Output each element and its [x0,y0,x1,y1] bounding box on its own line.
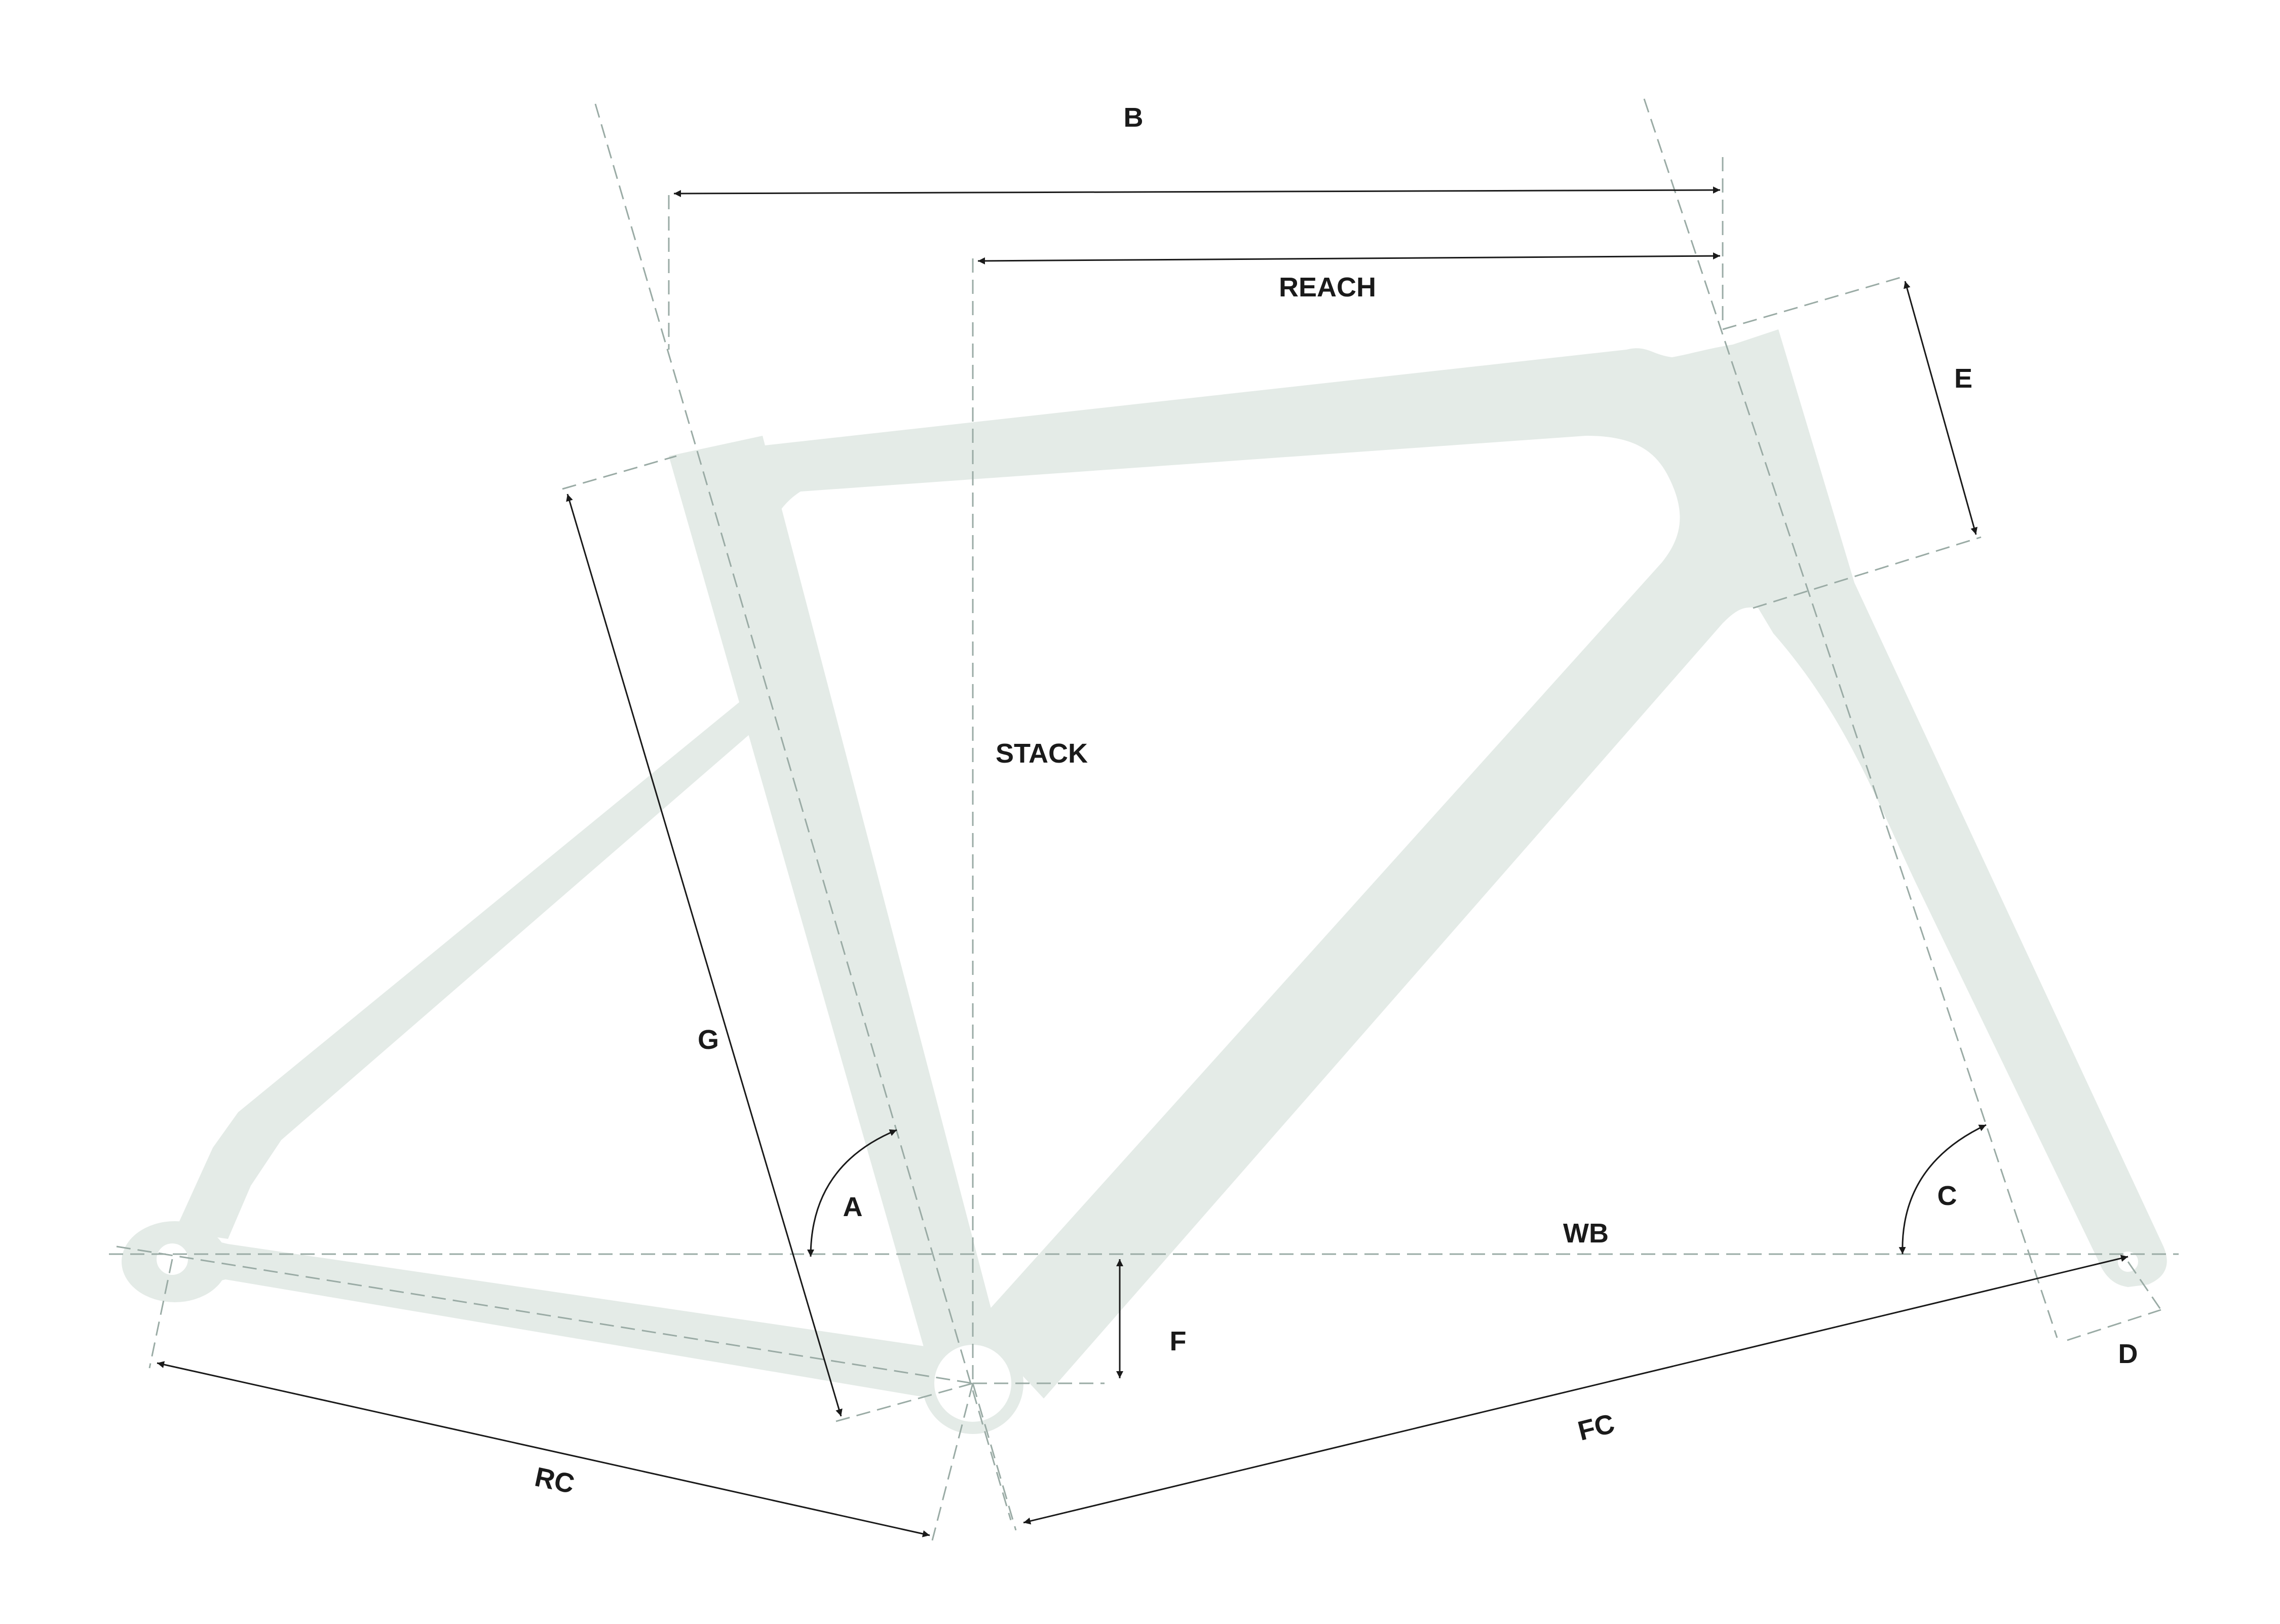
label-b: B [1124,102,1144,133]
label-stack: STACK [996,738,1088,769]
fc-ext-bb [972,1383,1017,1531]
e-ext-top [1722,275,1906,330]
rc-ext-left [148,1259,173,1369]
label-wb: WB [1563,1218,1609,1249]
rc-ext-right [931,1383,974,1541]
label-f: F [1170,1326,1187,1356]
label-d: D [2118,1339,2138,1369]
fork [1758,583,2167,1287]
dim-rc [157,1361,930,1537]
label-fc: FC [1575,1408,1617,1447]
dimension-lines [157,186,2129,1537]
steering-axis [1643,98,2058,1338]
chainstay-line [116,1245,973,1384]
dim-reach [977,252,1721,265]
dim-e [1904,281,1978,535]
dim-angle-c-arc [1898,1124,1987,1255]
d-ext-right [2127,1261,2162,1310]
label-g: G [698,1025,719,1055]
construction-lines [109,98,2179,1541]
dim-b [673,186,1721,197]
top-tube-down-tube [669,329,1854,1399]
dim-angle-a-arc [807,1129,897,1257]
seat-tube-axis [594,103,1012,1521]
dim-fc [1023,1255,2129,1525]
chain-stay [175,1231,963,1404]
label-rc: RC [532,1462,577,1500]
label-c: C [1937,1181,1957,1211]
dim-g [566,494,843,1417]
bike-frame [122,329,2167,1434]
label-reach: REACH [1279,272,1376,303]
seat-stay [175,702,755,1239]
dimension-labels: B REACH E STACK G A C WB F D FC RC [532,102,2138,1499]
label-e: E [1954,363,1972,394]
e-ext-bottom [1753,536,1982,609]
top-tube-extension [562,455,677,490]
label-a: A [843,1192,863,1222]
d-ext-bottom [2067,1309,2161,1341]
seat-tube [669,436,1001,1368]
